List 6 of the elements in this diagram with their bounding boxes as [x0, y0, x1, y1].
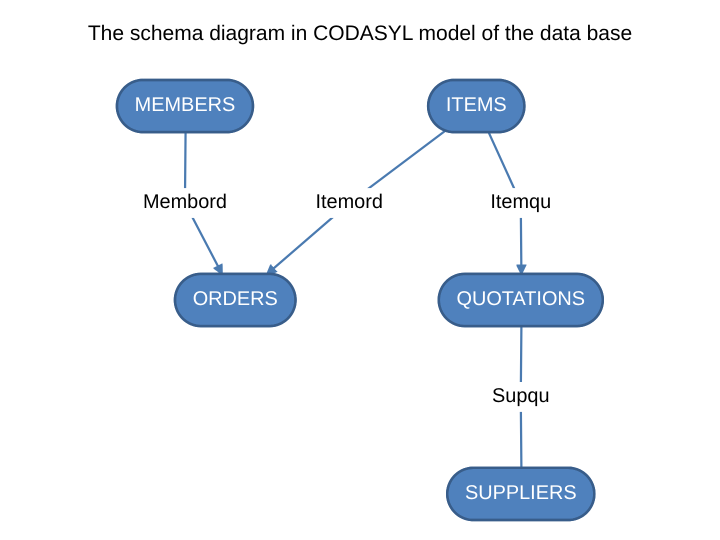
arrow — [266, 130, 446, 275]
edge-label: Membord — [143, 192, 228, 213]
diagram-title: The schema diagram in CODASYL model of the data base — [88, 22, 632, 46]
edge-label: Itemord — [316, 192, 384, 213]
edge-label: Supqu — [492, 386, 550, 407]
edge-label: Itemqu — [490, 192, 552, 213]
